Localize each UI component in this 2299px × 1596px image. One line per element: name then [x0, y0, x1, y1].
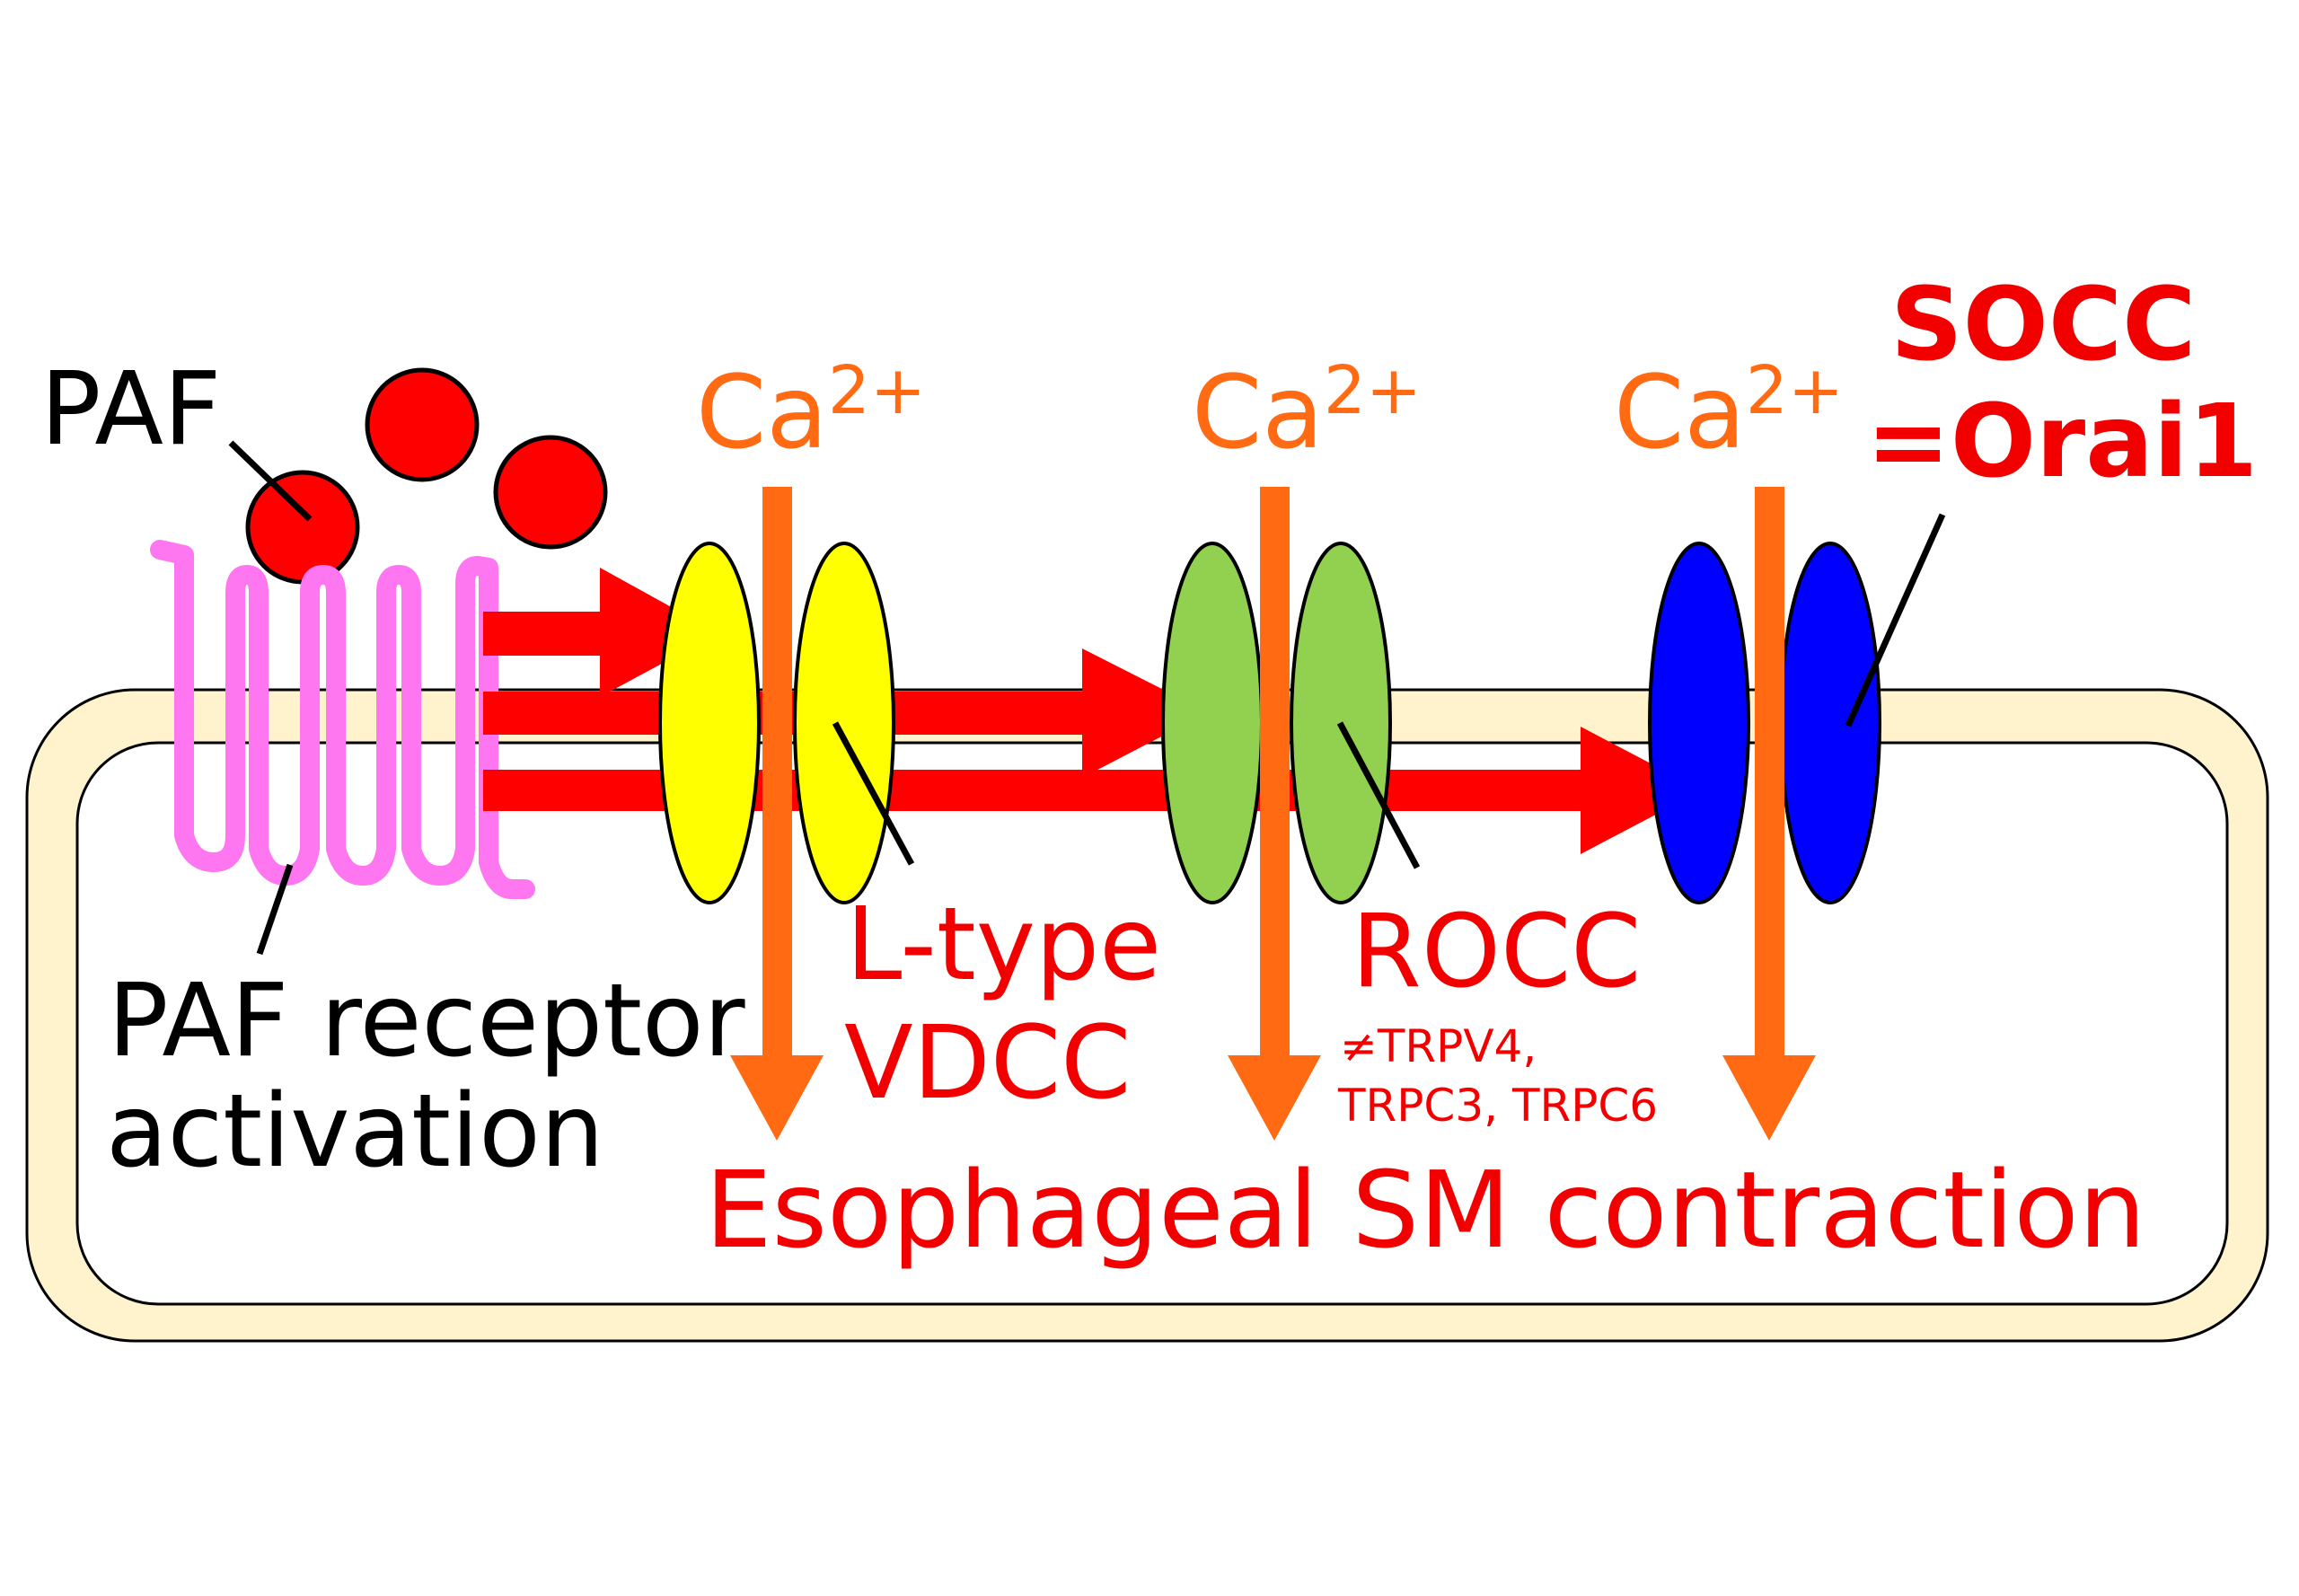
receptor-pointer-line: [256, 863, 294, 956]
vdcc-channel-right: [793, 542, 895, 904]
receptor-label-line1: PAF receptor: [108, 963, 746, 1080]
outcome-label: Esophageal SM contraction: [705, 1148, 2145, 1272]
calcium-arrow-vdcc: [730, 487, 824, 1141]
paf-label: PAF: [40, 351, 221, 468]
orai1-label: =Orai1: [1866, 384, 2258, 500]
signal-arrow-to-vdcc: [483, 568, 718, 697]
vdcc-pointer-line: [832, 721, 915, 866]
ltype-label-line1: L-type: [846, 886, 1161, 1003]
ca-label-rocc: Ca2+: [1192, 352, 1422, 472]
socc-channel-right: [1779, 542, 1881, 904]
vdcc-channel-left: [658, 542, 761, 904]
paf-receptor: [150, 540, 535, 899]
socc-channel-left: [1648, 542, 1750, 904]
rocc-note-line2: TRPC3, TRPC6: [1337, 1080, 1658, 1132]
signal-arrow-to-socc: [483, 727, 1702, 854]
rocc-pointer-line: [1336, 721, 1421, 869]
ca-label-socc: Ca2+: [1614, 352, 1844, 472]
ltype-label-line2: VDCC: [844, 1005, 1131, 1122]
socc-label: SOCC: [1890, 267, 2196, 384]
paf-molecule-1: [245, 470, 360, 585]
ca-label-socc-sup: 2+: [1746, 352, 1844, 429]
paf-molecule-2: [365, 367, 480, 482]
paf-molecule-3: [493, 435, 608, 550]
ca-label-vdcc: Ca2+: [696, 352, 926, 472]
ca-label-vdcc-sup: 2+: [828, 352, 926, 429]
rocc-note-line1: ≠TRPV4,: [1340, 1020, 1537, 1072]
calcium-arrow-socc: [1722, 487, 1816, 1141]
ca-label-rocc-sup: 2+: [1324, 352, 1422, 429]
ca-label-vdcc-base: Ca: [696, 355, 828, 472]
ca-label-socc-base: Ca: [1614, 355, 1746, 472]
socc-pointer-line: [1845, 513, 1946, 727]
rocc-label: ROCC: [1352, 894, 1641, 1010]
receptor-label-line2: activation: [106, 1073, 604, 1190]
paf-pointer-line: [228, 440, 313, 522]
rocc-channel-left: [1161, 542, 1264, 904]
calcium-arrow-rocc: [1228, 487, 1321, 1141]
ca-label-rocc-base: Ca: [1192, 355, 1324, 472]
